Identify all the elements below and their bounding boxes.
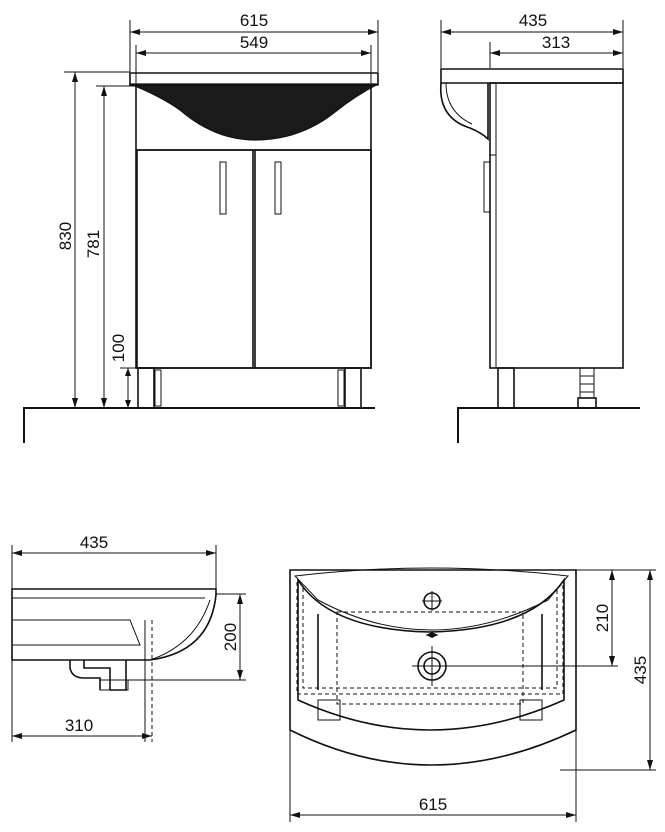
side-overall-depth-label: 435 <box>519 11 547 30</box>
basin-top-width-label: 615 <box>419 795 447 814</box>
left-door <box>136 149 254 369</box>
basin-side-view: 435 200 310 <box>11 533 246 742</box>
basin-top-outline <box>289 569 577 766</box>
front-view: 615 549 830 781 100 <box>23 11 379 443</box>
basin-side-height-label: 200 <box>221 623 240 651</box>
side-view: 435 313 <box>439 11 640 443</box>
front-leg-foot-right <box>337 369 345 407</box>
front-left-leg <box>137 367 155 409</box>
basin-side-depth-label: 435 <box>80 533 108 552</box>
front-overall-width-label: 615 <box>240 11 268 30</box>
basin-side-drain-offset-label: 310 <box>65 716 93 735</box>
side-handle <box>483 161 491 213</box>
right-door-handle <box>274 161 282 215</box>
basin-side-body <box>11 588 217 661</box>
basin-top-depth-label: 435 <box>631 656 650 684</box>
left-door-handle <box>219 161 227 215</box>
drain-trap <box>69 660 101 690</box>
side-cabinet-body <box>489 82 624 369</box>
right-door <box>254 149 372 369</box>
basin-top-tap-offset-label: 210 <box>593 604 612 632</box>
floor-line <box>23 407 375 443</box>
front-right-leg <box>344 367 362 409</box>
side-floor-line <box>457 407 640 443</box>
side-front-leg <box>497 367 515 409</box>
side-cabinet-depth-label: 313 <box>542 33 570 52</box>
basin-bowl <box>129 83 379 141</box>
basin-top-view: 210 435 615 <box>289 567 656 822</box>
front-overall-height-label: 830 <box>56 222 75 250</box>
front-cabinet-width-label: 549 <box>240 33 268 52</box>
front-cabinet-height-label: 781 <box>84 230 103 258</box>
cabinet-hidden-outline <box>296 582 564 695</box>
side-back-leg <box>579 367 595 399</box>
side-basin-rim <box>440 68 624 84</box>
basin-rim <box>129 72 379 86</box>
side-basin-bowl <box>439 82 489 141</box>
front-leg-height-label: 100 <box>109 334 128 362</box>
front-leg-foot-left <box>154 369 162 407</box>
